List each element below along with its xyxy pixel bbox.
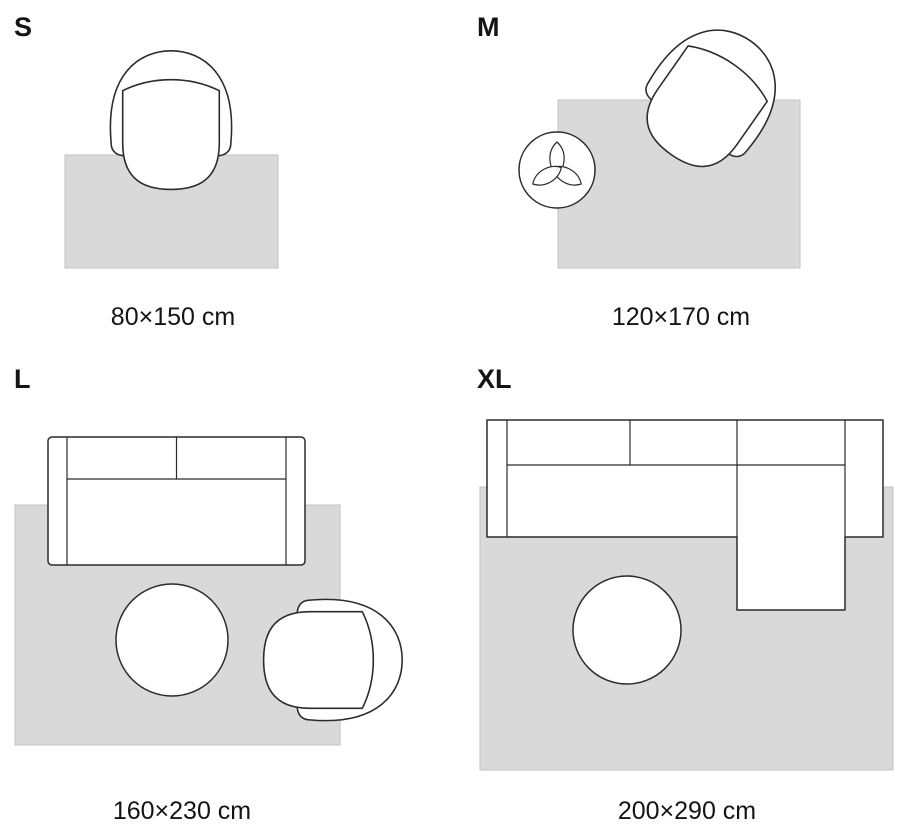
size-label: M [477, 12, 500, 42]
coffee-table-icon [115, 583, 229, 697]
rug-illustration-xl [479, 419, 894, 771]
panel-m: M 120×170 cm [450, 0, 900, 350]
size-label: S [14, 12, 33, 42]
armchair-icon [262, 598, 403, 722]
size-caption: 160×230 cm [112, 797, 252, 825]
coffee-table-icon [572, 575, 682, 685]
rug-illustration-l [14, 436, 403, 746]
rug-illustration-m [518, 5, 801, 269]
panel-l: L 160×230 cm [0, 350, 450, 840]
size-caption: 200×290 cm [617, 797, 757, 825]
size-caption: 120×170 cm [611, 303, 751, 331]
sofa-icon [47, 436, 306, 566]
size-label: XL [477, 364, 512, 394]
armchair-icon [109, 50, 233, 191]
size-caption: 80×150 cm [110, 303, 236, 331]
size-label: L [14, 364, 31, 394]
panel-xl: XL 200×290 cm [450, 350, 900, 840]
rug-illustration-s [64, 50, 279, 269]
plant-icon [518, 131, 596, 209]
sectional-sofa-icon [486, 419, 884, 611]
panel-s: S 80×150 cm [0, 0, 450, 350]
